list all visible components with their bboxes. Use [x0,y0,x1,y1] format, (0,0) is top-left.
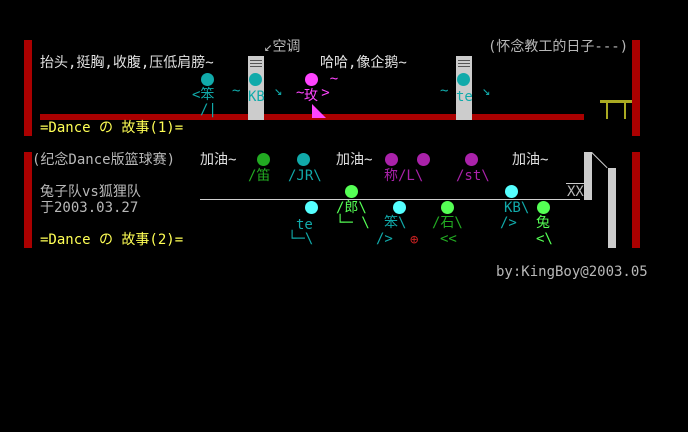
player-body: te [296,217,313,233]
dancer-head [249,73,262,86]
hoop-pole [608,168,616,248]
spectator-body: /笛 [248,168,271,184]
scene1-title: (怀念教工的日子---) [488,39,629,55]
player-legs: └─ \ [336,215,370,231]
scene1-floor [40,114,584,120]
player-head [537,201,550,214]
scene2-left-post [24,152,32,248]
dancer-body: KB [248,89,265,105]
ac-unit-left [248,56,264,120]
dancer-arms: ~ ↘ [440,83,491,99]
spectator-head [465,153,478,166]
bench-leg [624,103,626,119]
player-head [505,185,518,198]
dancer-arms: ~ [296,71,339,87]
dancer-arms: ~ > [296,85,330,101]
hoop-rim [566,183,584,184]
cheer-text: 加油~ [336,152,373,168]
spectator-head [385,153,398,166]
player-body: KB\ [504,200,530,216]
player-legs: /> [376,231,393,247]
player-body: 兔 [536,215,550,231]
cheer-text: 加油~ [200,152,237,168]
bench-leg [606,103,608,119]
spectator-head [417,153,430,166]
player-head [393,201,406,214]
player-body: /郎\ [336,200,367,216]
player-body: /石\ [432,215,463,231]
scene1-caption: 抬头,挺胸,收腹,压低肩膀~ [40,55,214,71]
hoop-net: XX [567,184,584,200]
player-legs: << [440,231,457,247]
dancer-skirt [312,104,326,118]
spectator-body: /JR\ [288,168,322,184]
cheer-text: 加油~ [512,152,549,168]
player-body: 笨\ [384,215,407,231]
scene2-right-post [632,152,640,248]
kongtiao-label: ↙空调 [264,39,301,55]
hoop-backboard [584,152,592,200]
dancer-head [457,73,470,86]
bench [600,100,632,103]
ac-unit-right [456,56,472,120]
match-date: 于2003.03.27 [40,200,139,216]
dancer-body: 玫 [304,88,318,104]
dancer-body: te [456,89,473,105]
player-legs: <\ [536,231,553,247]
dancer-head [305,73,318,86]
dancer-arms: ~ ↘ [232,83,283,99]
scene2-title: (纪念Dance版篮球赛) [32,152,176,168]
scene1-right-post [632,40,640,136]
arrow-icon: ↙ [264,39,273,55]
court-line [200,199,580,200]
scene2-story-title: =Dance の 故事(2)= [40,232,184,248]
scene1-story-title: =Dance の 故事(1)= [40,120,184,136]
scene1-left-post [24,40,32,136]
player-head [345,185,358,198]
dancer-head [201,73,214,86]
dancer-legs: /| [200,102,217,118]
player-head [305,201,318,214]
player-legs: /> [500,215,517,231]
hoop-brace [591,152,608,169]
player-head [441,201,454,214]
basketball-icon: ⊕ [410,232,419,248]
spectator-body: /st\ [456,168,490,184]
spectator-head [257,153,270,166]
spectator-body: 称/L\ [384,168,424,184]
dancer-body: <笨 [192,87,215,103]
player-legs: └─\ [288,231,314,247]
spectator-head [297,153,310,166]
signature: by:KingBoy@2003.05 [496,264,648,280]
team-matchup: 兔子队vs狐狸队 [40,184,141,200]
penguin-caption: 哈哈,像企鹅~ [320,55,407,71]
